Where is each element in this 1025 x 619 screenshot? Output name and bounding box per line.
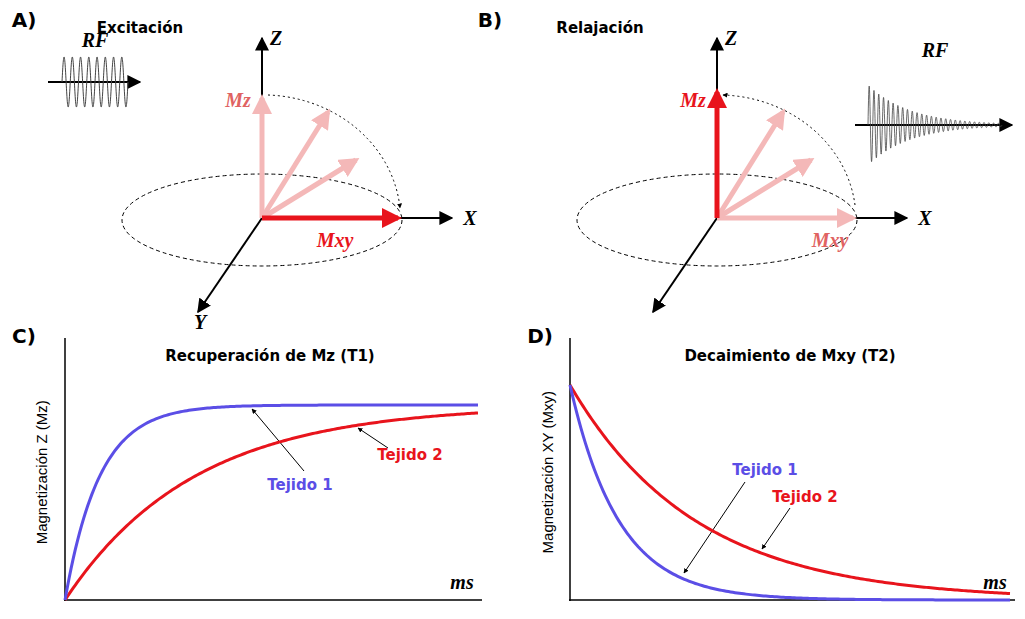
vector-name: Mz bbox=[225, 89, 251, 111]
relaxation-curve bbox=[570, 385, 1010, 600]
excitation-figure bbox=[48, 38, 452, 312]
axis-name: Y bbox=[194, 311, 206, 333]
rf-pulse bbox=[62, 57, 128, 107]
relaxation-curve bbox=[65, 405, 478, 600]
series-label: Tejido 1 bbox=[267, 477, 332, 494]
panel-letter: D) bbox=[527, 325, 553, 347]
relaxation-curve bbox=[570, 385, 1010, 594]
vector-name: Mxy bbox=[812, 229, 849, 251]
series-label: Tejido 2 bbox=[772, 489, 837, 506]
axis-name: Z bbox=[725, 27, 737, 49]
chart-title: Decaimiento de Mxy (T2) bbox=[684, 348, 895, 365]
axis-name: Z bbox=[270, 27, 282, 49]
panel-letter: B) bbox=[478, 9, 502, 31]
axis-title: Magnetización Z (Mz) bbox=[34, 400, 51, 544]
axis-unit: ms bbox=[983, 571, 1006, 593]
axis-name: X bbox=[463, 207, 476, 229]
relaxation-figure bbox=[577, 38, 1012, 312]
axis-title: Magnetización XY (Mxy) bbox=[540, 391, 557, 553]
panel-letter: C) bbox=[12, 325, 36, 347]
relaxation-curve bbox=[65, 413, 478, 600]
signal-name: RF bbox=[82, 29, 109, 51]
rf-echo bbox=[868, 86, 1002, 161]
axis-unit: ms bbox=[450, 571, 473, 593]
panel-letter: A) bbox=[12, 9, 37, 31]
series-label: Tejido 2 bbox=[377, 447, 442, 464]
axis-name: X bbox=[918, 207, 931, 229]
vector-name: Mz bbox=[680, 89, 706, 111]
chart-title: Recuperación de Mz (T1) bbox=[165, 348, 374, 365]
panel-heading: Relajación bbox=[556, 20, 643, 37]
vector-name: Mxy bbox=[317, 229, 354, 251]
t2-chart-axes bbox=[569, 338, 1015, 601]
t1-chart-axes bbox=[64, 338, 482, 601]
panel-heading: Excitación bbox=[97, 20, 183, 37]
signal-name: RF bbox=[922, 39, 949, 61]
series-label: Tejido 1 bbox=[732, 462, 797, 479]
